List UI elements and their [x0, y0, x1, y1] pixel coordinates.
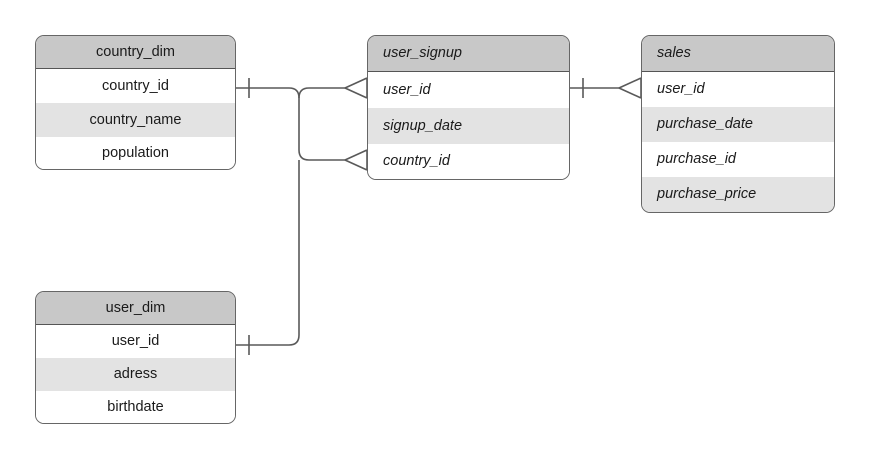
- entity-user-dim-title: user_dim: [36, 292, 235, 325]
- field-user-id[interactable]: user_id: [642, 72, 834, 107]
- field-user-id[interactable]: user_id: [368, 72, 569, 108]
- relationship-line-country-dim-trunk: [236, 87, 345, 161]
- entity-user-dim-fields: user_id adress birthdate: [36, 325, 235, 423]
- field-population[interactable]: population: [36, 137, 235, 169]
- entity-user-dim[interactable]: user_dim user_id adress birthdate: [35, 291, 236, 424]
- field-adress[interactable]: adress: [36, 358, 235, 391]
- entity-user-signup-fields: user_id signup_date country_id: [368, 72, 569, 179]
- field-country-id[interactable]: country_id: [368, 144, 569, 179]
- entity-country-dim-fields: country_id country_name population: [36, 69, 235, 169]
- field-signup-date[interactable]: signup_date: [368, 108, 569, 144]
- crowsfoot-user-signup-country-id: [344, 149, 368, 171]
- field-country-name[interactable]: country_name: [36, 103, 235, 137]
- field-purchase-price[interactable]: purchase_price: [642, 177, 834, 212]
- entity-country-dim[interactable]: country_dim country_id country_name popu…: [35, 35, 236, 170]
- crowsfoot-user-signup-user-id: [344, 77, 368, 99]
- entity-user-signup[interactable]: user_signup user_id signup_date country_…: [367, 35, 570, 180]
- field-birthdate[interactable]: birthdate: [36, 391, 235, 423]
- field-purchase-date[interactable]: purchase_date: [642, 107, 834, 142]
- relationship-line-country-dim-branch-upper: [298, 87, 345, 99]
- entity-sales[interactable]: sales user_id purchase_date purchase_id …: [641, 35, 835, 213]
- field-country-id[interactable]: country_id: [36, 69, 235, 103]
- crowsfoot-sales-user-id: [618, 77, 642, 99]
- entity-country-dim-title: country_dim: [36, 36, 235, 69]
- field-user-id[interactable]: user_id: [36, 325, 235, 358]
- field-purchase-id[interactable]: purchase_id: [642, 142, 834, 177]
- relationship-line-user-dim: [236, 160, 300, 346]
- entity-sales-fields: user_id purchase_date purchase_id purcha…: [642, 72, 834, 212]
- entity-sales-title: sales: [642, 36, 834, 72]
- entity-user-signup-title: user_signup: [368, 36, 569, 72]
